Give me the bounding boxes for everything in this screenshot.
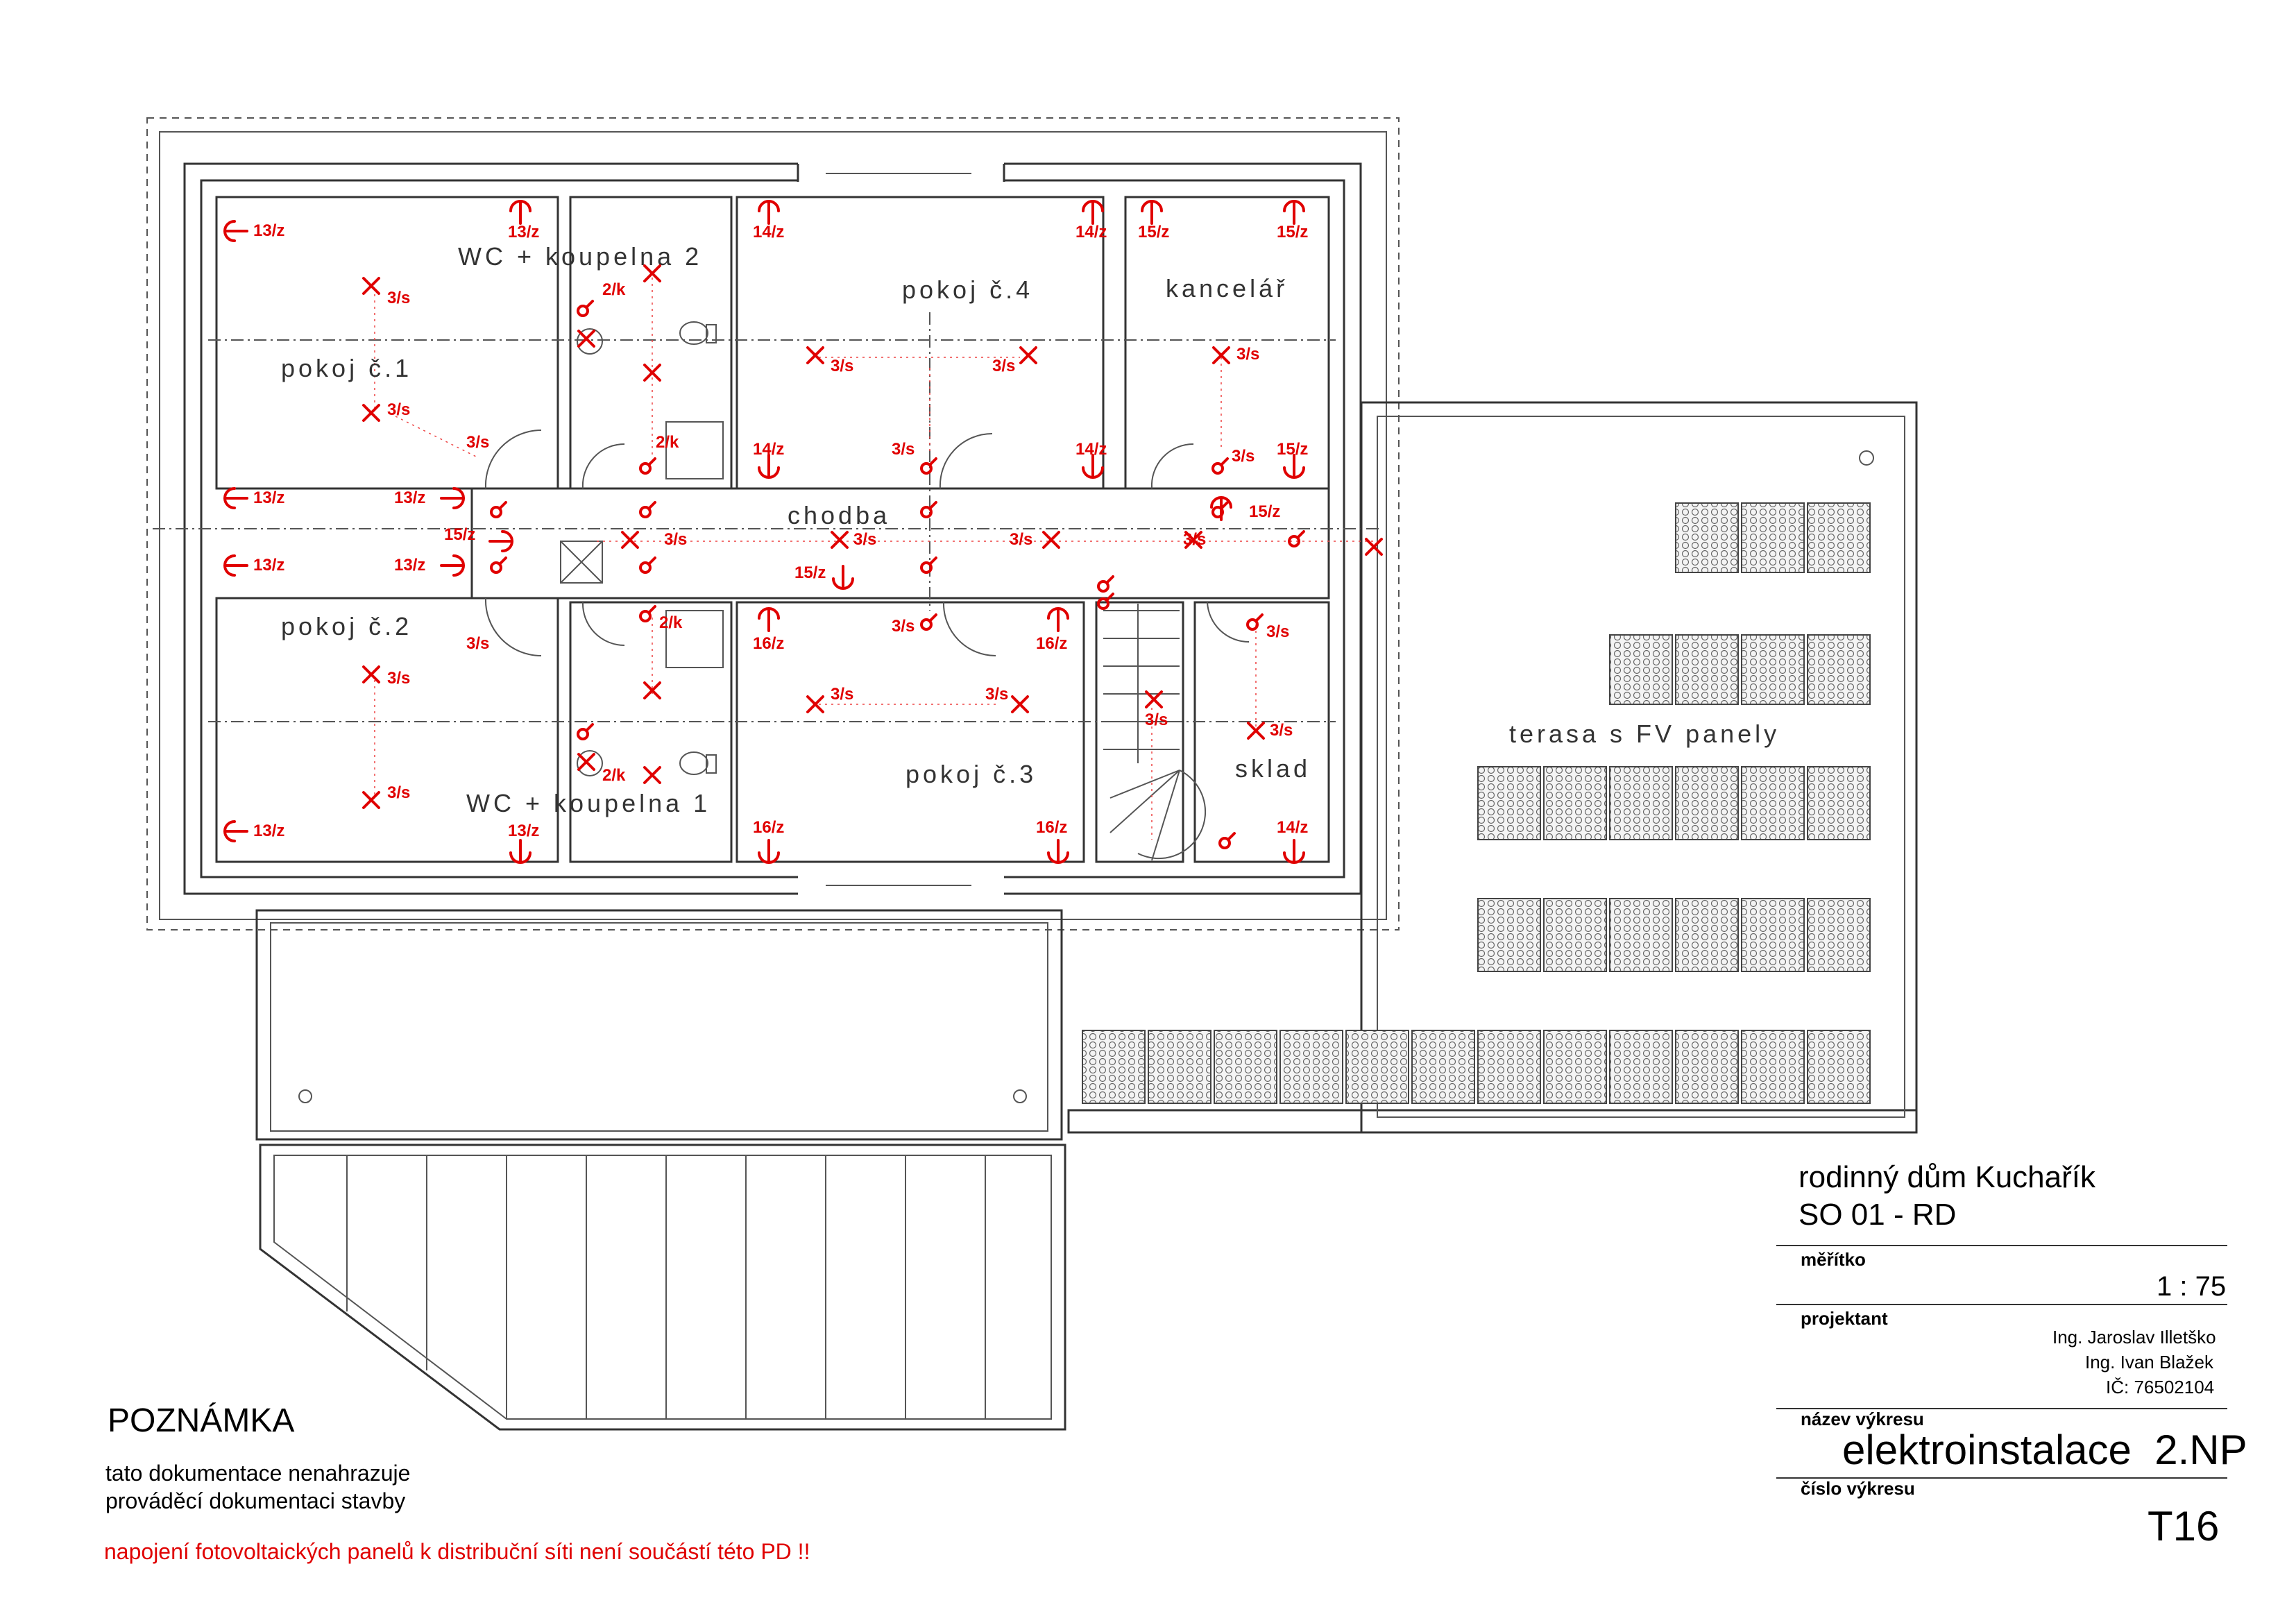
room-sklad: sklad bbox=[1235, 754, 1311, 783]
svg-text:14/z: 14/z bbox=[1075, 223, 1107, 241]
room-pokoj2: pokoj č.2 bbox=[281, 612, 412, 640]
drawing-number-label: číslo výkresu bbox=[1801, 1478, 1915, 1499]
note-warning: napojení fotovoltaických panelů k distri… bbox=[104, 1539, 810, 1564]
svg-text:3/s: 3/s bbox=[466, 433, 489, 452]
svg-text:13/z: 13/z bbox=[253, 822, 284, 840]
svg-text:3/s: 3/s bbox=[853, 530, 876, 549]
room-wc2: WC + koupelna 2 bbox=[458, 242, 702, 271]
svg-text:13/z: 13/z bbox=[394, 556, 425, 575]
room-pokoj3: pokoj č.3 bbox=[905, 760, 1037, 788]
svg-text:16/z: 16/z bbox=[1036, 818, 1067, 837]
svg-text:3/s: 3/s bbox=[892, 440, 915, 459]
svg-text:2/k: 2/k bbox=[602, 280, 626, 299]
svg-text:3/s: 3/s bbox=[892, 617, 915, 636]
circuit-labels: 13/z 13/z 14/z 14/z 15/z 15/z 2/k 3/s 3/… bbox=[253, 221, 1308, 840]
building-walls bbox=[146, 117, 1400, 931]
svg-text:14/z: 14/z bbox=[753, 223, 784, 241]
room-chodba: chodba bbox=[788, 501, 890, 529]
svg-text:13/z: 13/z bbox=[253, 221, 284, 240]
svg-text:3/s: 3/s bbox=[387, 289, 410, 307]
room-kancelar: kancelář bbox=[1166, 274, 1288, 303]
company-id: IČ: 76502104 bbox=[2106, 1377, 2215, 1397]
svg-text:3/s: 3/s bbox=[1183, 530, 1206, 549]
svg-text:3/s: 3/s bbox=[831, 357, 853, 375]
svg-text:16/z: 16/z bbox=[1036, 634, 1067, 653]
svg-text:13/z: 13/z bbox=[394, 488, 425, 507]
svg-text:3/s: 3/s bbox=[466, 634, 489, 653]
svg-text:2/k: 2/k bbox=[656, 433, 679, 452]
svg-text:15/z: 15/z bbox=[444, 525, 475, 544]
fv-panels bbox=[1082, 502, 1871, 1104]
svg-text:14/z: 14/z bbox=[1075, 440, 1107, 459]
svg-text:14/z: 14/z bbox=[753, 440, 784, 459]
scale-label: měřítko bbox=[1801, 1249, 1866, 1270]
svg-text:16/z: 16/z bbox=[753, 818, 784, 837]
svg-text:14/z: 14/z bbox=[1277, 818, 1308, 837]
svg-text:3/s: 3/s bbox=[1010, 530, 1032, 549]
note-line-2: prováděcí dokumentaci stavby bbox=[105, 1488, 406, 1513]
note-line-1: tato dokumentace nenahrazuje bbox=[105, 1461, 411, 1486]
svg-text:3/s: 3/s bbox=[387, 669, 410, 688]
room-labels: WC + koupelna 2 pokoj č.1 pokoj č.4 kanc… bbox=[281, 242, 1780, 817]
room-terasa: terasa s FV panely bbox=[1509, 720, 1780, 748]
svg-text:3/s: 3/s bbox=[831, 685, 853, 704]
designer-1: Ing. Jaroslav Illetško bbox=[2052, 1327, 2216, 1348]
svg-text:2/k: 2/k bbox=[659, 613, 683, 632]
note-heading: POZNÁMKA bbox=[108, 1402, 295, 1439]
svg-text:3/s: 3/s bbox=[985, 685, 1008, 704]
svg-text:3/s: 3/s bbox=[992, 357, 1015, 375]
terrace bbox=[1067, 401, 1918, 1134]
svg-text:3/s: 3/s bbox=[1270, 721, 1293, 740]
room-pokoj4: pokoj č.4 bbox=[902, 275, 1033, 304]
drawing-number: T16 bbox=[2148, 1503, 2220, 1549]
drawing-name: elektroinstalace 2.NP bbox=[1842, 1427, 2247, 1473]
project-name: rodinný dům Kuchařík bbox=[1798, 1160, 2095, 1194]
object-code: SO 01 - RD bbox=[1798, 1198, 1957, 1232]
balcony-and-roof bbox=[255, 909, 1066, 1431]
title-block-frame bbox=[1776, 1245, 2227, 1479]
wiring-lines bbox=[374, 278, 1381, 840]
svg-text:3/s: 3/s bbox=[1236, 345, 1259, 364]
svg-text:16/z: 16/z bbox=[753, 634, 784, 653]
svg-text:2/k: 2/k bbox=[602, 766, 626, 785]
drawing-name-label: název výkresu bbox=[1801, 1409, 1924, 1429]
designer-2: Ing. Ivan Blažek bbox=[2085, 1352, 2213, 1373]
room-pokoj1: pokoj č.1 bbox=[281, 354, 412, 382]
svg-text:3/s: 3/s bbox=[1266, 622, 1289, 641]
svg-text:3/s: 3/s bbox=[664, 530, 687, 549]
svg-text:3/s: 3/s bbox=[1145, 711, 1168, 729]
svg-text:3/s: 3/s bbox=[387, 400, 410, 419]
svg-text:3/s: 3/s bbox=[387, 783, 410, 802]
svg-text:13/z: 13/z bbox=[508, 822, 539, 840]
svg-text:13/z: 13/z bbox=[253, 556, 284, 575]
svg-text:15/z: 15/z bbox=[1277, 223, 1308, 241]
svg-text:13/z: 13/z bbox=[508, 223, 539, 241]
scale-value: 1 : 75 bbox=[2157, 1271, 2227, 1302]
room-wc1: WC + koupelna 1 bbox=[466, 789, 711, 817]
svg-text:15/z: 15/z bbox=[794, 563, 826, 582]
svg-text:15/z: 15/z bbox=[1249, 502, 1280, 521]
svg-text:15/z: 15/z bbox=[1277, 440, 1308, 459]
svg-text:13/z: 13/z bbox=[253, 488, 284, 507]
svg-text:15/z: 15/z bbox=[1138, 223, 1169, 241]
svg-text:3/s: 3/s bbox=[1232, 447, 1255, 466]
designer-label: projektant bbox=[1801, 1308, 1888, 1329]
